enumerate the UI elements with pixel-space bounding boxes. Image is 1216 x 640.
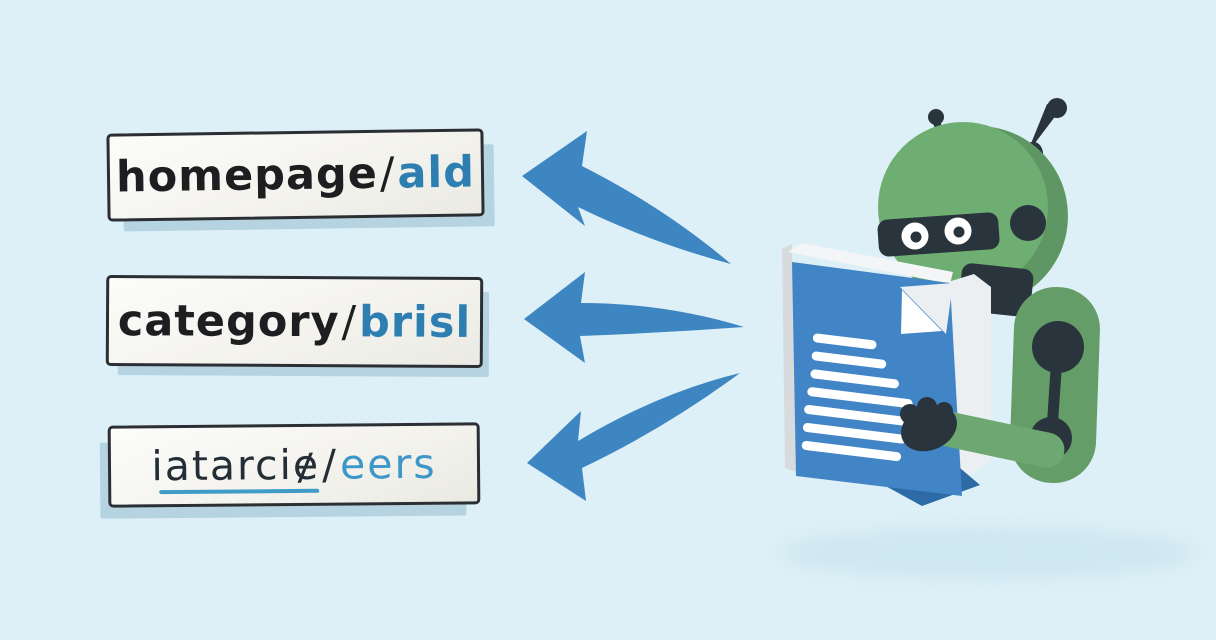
- slug-suffix: brisl: [358, 296, 472, 348]
- slug-suffix: eers: [339, 439, 437, 489]
- slug-box-homepage: homepage/ald: [106, 128, 485, 222]
- arrow-middle-icon: [524, 272, 744, 363]
- robot-visor: [877, 212, 1000, 257]
- robot-mascot-icon: [877, 98, 1100, 484]
- document-book-icon: [782, 243, 991, 506]
- slug-suffix: ald: [397, 147, 476, 199]
- slug-underline: [159, 488, 320, 495]
- slug-prefix: category: [117, 295, 340, 347]
- slash-separator: /: [321, 440, 339, 489]
- document-folded-corner: [901, 290, 942, 334]
- slug-prefix: iatarciɇ: [151, 440, 321, 491]
- curved-arrow-bottom-icon: [527, 373, 740, 501]
- slash-separator: /: [379, 148, 396, 199]
- ground-shadow: [778, 527, 1198, 579]
- slug-prefix: homepage: [115, 148, 379, 203]
- robot-shoulder-joint: [1032, 321, 1084, 373]
- slug-box-article: iatarciɇ/eers: [107, 422, 481, 508]
- robot-ear-icon: [1010, 205, 1046, 241]
- robot-hand-icon: [900, 397, 957, 452]
- curved-arrow-top-icon: [522, 131, 731, 264]
- slash-separator: /: [341, 296, 358, 347]
- slug-box-category: category/brisl: [105, 275, 484, 368]
- robot-forearm: [900, 397, 1065, 468]
- document-text-lines: [801, 333, 913, 462]
